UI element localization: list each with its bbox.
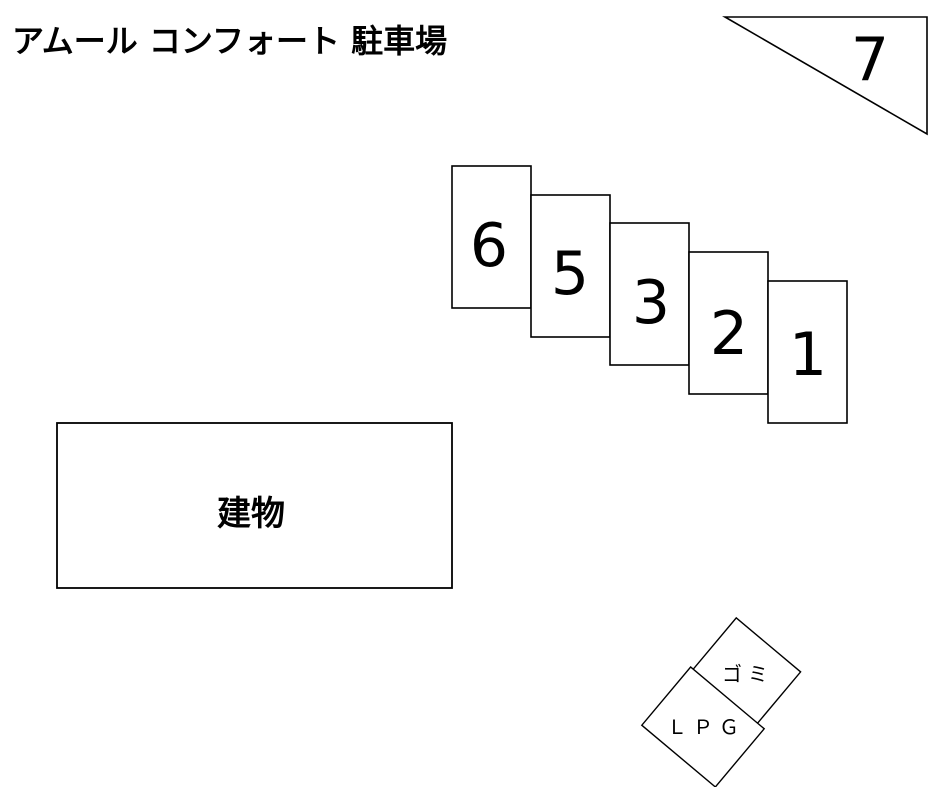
parking-stall-2: 2 (688, 251, 769, 395)
stall-number-5: 5 (551, 239, 589, 309)
trash-label: ゴミ (722, 662, 774, 686)
stall-number-3: 3 (632, 268, 670, 338)
building-box (56, 422, 453, 589)
stall-number-6: 6 (470, 211, 508, 281)
lpg-area: ＬＰＧ (640, 666, 766, 787)
lpg-box (640, 666, 766, 787)
stall-box (530, 194, 611, 338)
stall-number-7: 7 (851, 25, 889, 95)
building: 建物 (56, 422, 453, 589)
stall-number-1: 1 (789, 320, 827, 390)
stall-box (451, 165, 532, 309)
triangle-stall-shape (722, 16, 928, 136)
page-title: アムール コンフォート 駐車場 (12, 22, 448, 60)
stall-box (767, 280, 848, 424)
stall-box (609, 222, 690, 366)
stall-box (688, 251, 769, 395)
lpg-label: ＬＰＧ (667, 715, 745, 739)
parking-stall-5: 5 (530, 194, 611, 338)
parking-stall-6: 6 (451, 165, 532, 309)
building-label: 建物 (217, 494, 285, 534)
stall-number-2: 2 (710, 299, 748, 369)
parking-stall-7: 7 (722, 16, 928, 136)
parking-stall-3: 3 (609, 222, 690, 366)
parking-stall-1: 1 (767, 280, 848, 424)
